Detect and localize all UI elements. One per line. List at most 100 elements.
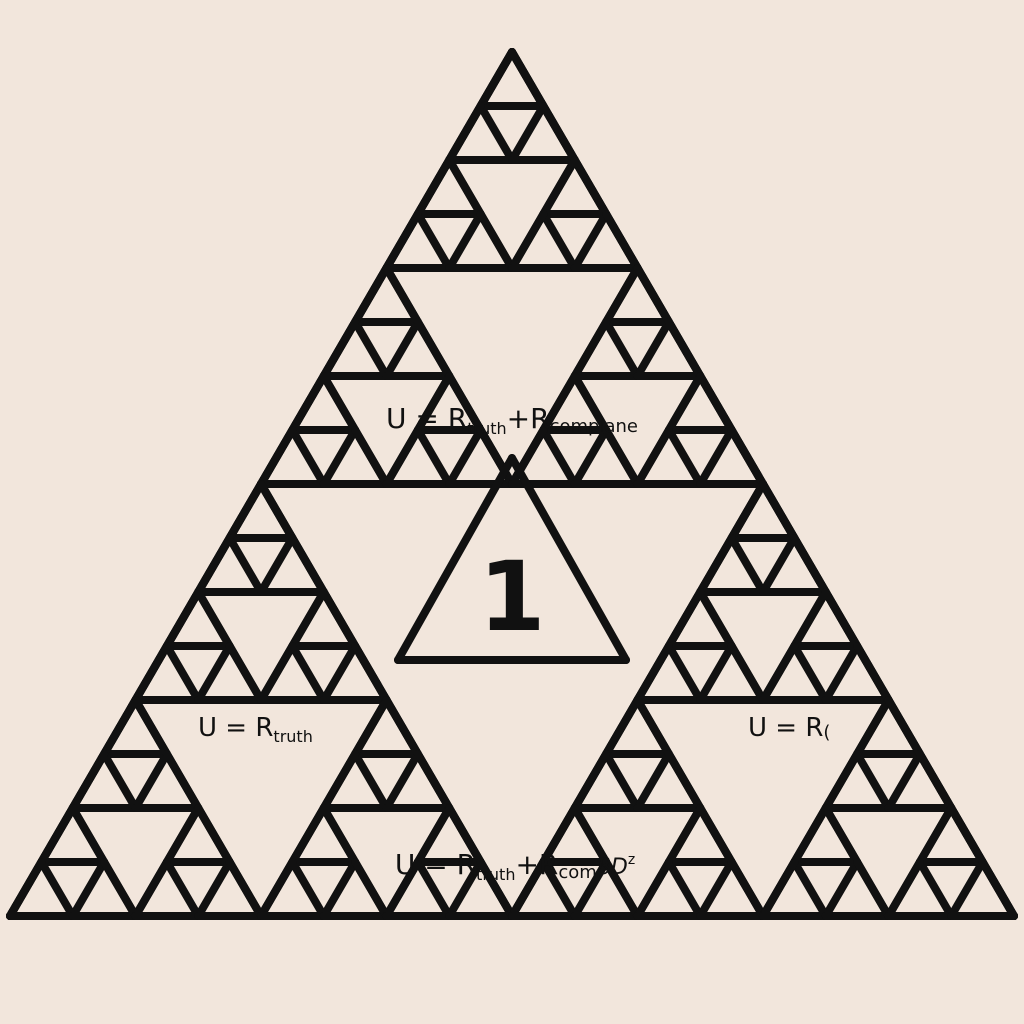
fractal-edge [413, 372, 454, 434]
fractal-edge [445, 210, 485, 272]
fractal-edge [821, 858, 862, 920]
fractal-edge [225, 480, 265, 542]
fractal-edge [539, 156, 579, 218]
fractal-edge [602, 750, 642, 812]
fractal-edge [413, 750, 454, 812]
fractal-edge [351, 696, 391, 758]
fractal-edge [445, 426, 485, 488]
fractal-edge [790, 534, 830, 596]
fractal-edge [696, 534, 736, 596]
fractal-edge [696, 588, 736, 650]
fractal-edge [288, 804, 328, 866]
fractal-edge [664, 426, 705, 488]
fractal-edge [727, 534, 767, 596]
fractal-edge [664, 804, 705, 866]
fractal-edge [68, 804, 109, 866]
fractal-edge [696, 858, 736, 920]
formula-bottom-sub1: truth [476, 865, 515, 884]
formula-bottom-sup: z [628, 852, 635, 868]
formula-right-sub1: ( [823, 722, 830, 743]
fractal-edge [68, 750, 109, 812]
fractal-edge [821, 804, 862, 866]
fractal-edge [915, 750, 956, 812]
formula-left-prefix: U = R [198, 713, 273, 743]
fractal-edge [884, 750, 924, 812]
fractal-edge [790, 588, 830, 650]
fractal-edge [413, 858, 454, 920]
fractal-edge [508, 426, 548, 488]
fractal-edge [288, 372, 328, 434]
fractal-edge [162, 750, 203, 812]
fractal-edge [602, 858, 642, 920]
fractal-edge [570, 210, 611, 272]
fractal-edge [131, 642, 171, 704]
fractal-edge [664, 588, 705, 650]
fractal-edge [382, 318, 422, 380]
fractal-edge [790, 804, 830, 866]
fractal-edge [476, 858, 516, 920]
fractal-edge [633, 264, 673, 326]
fractal-edge [445, 156, 485, 218]
fractal-edge [445, 858, 485, 920]
fractal-edge [570, 804, 611, 866]
fractal-edge [225, 858, 265, 920]
fractal-edge [476, 102, 516, 164]
fractal-edge [257, 426, 297, 488]
fractal-edge [508, 102, 548, 164]
fractal-edge [319, 588, 360, 650]
fractal-edge [508, 210, 548, 272]
formula-left-sub1: truth [273, 727, 312, 746]
fractal-edge [947, 804, 987, 866]
fractal-edge [790, 858, 830, 920]
fractal-edge [319, 642, 360, 704]
fractal-edge [539, 210, 579, 272]
formula-bottom-sub2: com [558, 862, 596, 883]
fractal-edge [570, 372, 611, 434]
fractal-edge [131, 750, 171, 812]
fractal-edge [288, 642, 328, 704]
fractal-edge [382, 210, 422, 272]
fractal-edge [413, 426, 454, 488]
fractal-edge [413, 156, 454, 218]
formula-left: U = Rtruth [198, 713, 313, 746]
fractal-edge [100, 750, 140, 812]
fractal-edge [100, 696, 140, 758]
fractal-edge [351, 750, 391, 812]
fractal-edge [194, 642, 234, 704]
fractal-edge [382, 426, 422, 488]
formula-bottom: U = Rtruth+RcomβDz [395, 848, 635, 884]
fractal-edge [853, 750, 893, 812]
fractal-edge [225, 534, 265, 596]
fractal-edge [978, 858, 1018, 920]
fractal-edge [288, 534, 328, 596]
fractal-edge [288, 588, 328, 650]
fractal-edge [759, 858, 799, 920]
formula-bottom-prefix: U = R [395, 848, 476, 881]
fractal-edge [162, 858, 203, 920]
fractal-edge [508, 858, 548, 920]
fractal-edge [37, 804, 77, 866]
fractal-edge [821, 750, 862, 812]
formula-bottom-tail: βD [596, 855, 628, 880]
fractal-edge [257, 858, 297, 920]
fractal-edge [445, 372, 485, 434]
fractal-edge [602, 426, 642, 488]
fractal-edge [194, 858, 234, 920]
fractal-edge [539, 102, 579, 164]
formula-top-sub2: complane [550, 416, 638, 437]
fractal-edge [853, 696, 893, 758]
fractal-edge [633, 426, 673, 488]
fractal-edge [821, 642, 862, 704]
fractal-edge [413, 804, 454, 866]
fractal-edge [68, 858, 109, 920]
fractal-edge [257, 642, 297, 704]
fractal-edge [351, 318, 391, 380]
fractal-edge [696, 372, 736, 434]
fractal-edge [790, 642, 830, 704]
fractal-edge [194, 534, 234, 596]
fractal-edge [633, 750, 673, 812]
fractal-edge [727, 858, 767, 920]
fractal-edge [319, 750, 360, 812]
